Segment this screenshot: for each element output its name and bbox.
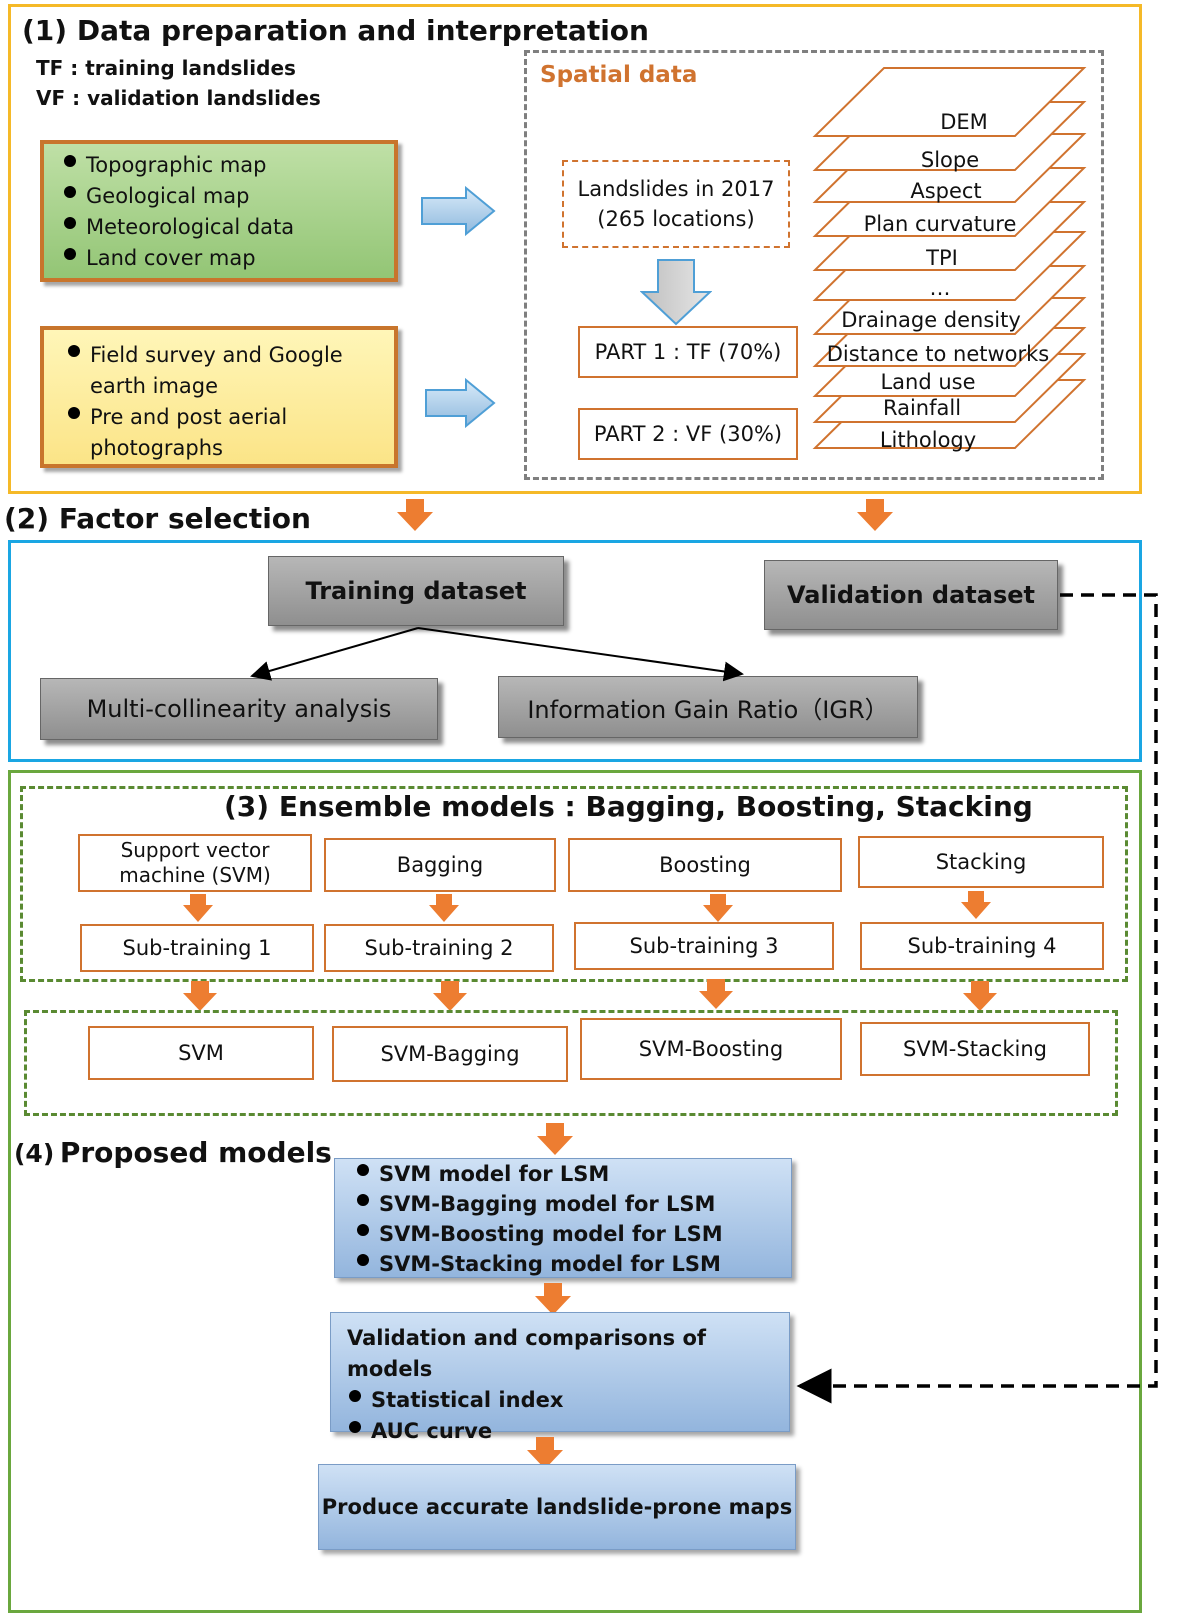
down-arrow-icon: [857, 499, 893, 531]
model-box-stacking: Stacking: [858, 836, 1104, 888]
igr-label: Information Gain Ratio（IGR）: [527, 695, 889, 724]
proposed-item: SVM-Bagging model for LSM: [355, 1189, 791, 1219]
source-item: Geological map: [62, 181, 382, 212]
layer-label: Land use: [880, 370, 976, 394]
layer-label: Rainfall: [882, 396, 962, 420]
part2-box: PART 2 : VF (30%): [578, 408, 798, 460]
multicollinearity-box: Multi-collinearity analysis: [40, 678, 438, 740]
validation-item: AUC curve: [347, 1416, 789, 1447]
model-box-svm: Support vector machine (SVM): [78, 834, 312, 892]
survey-data-box: Field survey and Google earth image Pre …: [40, 326, 398, 468]
validation-box-title: Validation and comparisons of models: [347, 1326, 707, 1381]
down-arrow-icon: [703, 894, 733, 922]
layer-label: …: [929, 276, 951, 300]
proposed-item: SVM-Stacking model for LSM: [355, 1249, 791, 1279]
sub-training-box: Sub-training 2: [324, 924, 554, 972]
source-item: Topographic map: [62, 150, 382, 181]
training-dataset-box: Training dataset: [268, 556, 564, 626]
tf-note: TF : training landslides: [36, 56, 296, 80]
validation-box: Validation and comparisons of models Sta…: [330, 1312, 790, 1443]
validation-dataset-box: Validation dataset: [764, 560, 1058, 630]
down-arrow-icon: [183, 981, 217, 1011]
section1-frame: [8, 4, 1142, 494]
section1-title: (1) Data preparation and interpretation: [22, 14, 649, 47]
output-box-svm-stacking: SVM-Stacking: [860, 1022, 1090, 1076]
down-arrow-icon: [397, 499, 433, 531]
sub-training-box: Sub-training 4: [860, 922, 1104, 970]
output-box-svm-boosting: SVM-Boosting: [580, 1018, 842, 1080]
output-box-svm-bagging: SVM-Bagging: [332, 1026, 568, 1082]
layer-label: Distance to networks: [826, 342, 1050, 366]
layer-label: DEM: [940, 110, 988, 134]
layer-label: Plan curvature: [863, 212, 1017, 236]
arrow-to-multicollinearity: [250, 627, 419, 681]
section2-title: (2) Factor selection: [4, 502, 311, 535]
down-arrow-icon: [961, 891, 991, 919]
down-arrow-icon: [640, 259, 712, 326]
down-arrow-icon: [963, 981, 997, 1011]
section4-label: Proposed models: [59, 1136, 332, 1169]
down-arrow-icon: [429, 894, 459, 922]
produce-maps-box: Produce accurate landslide-prone maps: [318, 1464, 796, 1550]
section3-frame: [8, 770, 1142, 1613]
section4-title: (4) Proposed models: [14, 1136, 332, 1169]
validation-feedback-line: [796, 593, 1158, 1404]
multicollinearity-label: Multi-collinearity analysis: [86, 695, 392, 723]
part1-box: PART 1 : TF (70%): [578, 326, 798, 378]
model-box-boosting: Boosting: [568, 838, 842, 892]
training-dataset-label: Training dataset: [305, 577, 527, 605]
source-data-box: Topographic map Geological map Meteorolo…: [40, 140, 398, 282]
section2-frame: [8, 540, 1142, 762]
right-arrow-icon: [421, 186, 496, 236]
survey-item: Field survey and Google earth image: [66, 340, 382, 402]
down-arrow-icon: [527, 1437, 563, 1469]
spatial-data-box: [524, 50, 1104, 480]
sub-training-box: Sub-training 1: [80, 924, 314, 972]
down-arrow-icon: [433, 981, 467, 1011]
layer-label: Lithology: [879, 428, 977, 452]
vf-note: VF : validation landslides: [36, 86, 321, 110]
model-box-bagging: Bagging: [324, 838, 556, 892]
right-arrow-icon: [425, 378, 496, 428]
landslides-line1: Landslides in 2017: [577, 177, 775, 201]
down-arrow-icon: [699, 979, 733, 1009]
arrow-to-igr: [417, 627, 744, 682]
section3-title: (3) Ensemble models : Bagging, Boosting,…: [224, 790, 1033, 823]
validation-item: Statistical index: [347, 1385, 789, 1416]
landslides-box: Landslides in 2017 (265 locations): [562, 160, 790, 248]
down-arrow-icon: [537, 1123, 573, 1155]
landslides-line2: (265 locations): [597, 207, 755, 231]
layer-label: Aspect: [910, 179, 982, 203]
source-item: Land cover map: [62, 243, 382, 274]
ensemble-group-box: [20, 786, 1128, 982]
validation-dataset-label: Validation dataset: [787, 581, 1035, 609]
down-arrow-icon: [183, 894, 213, 922]
output-box-svm: SVM: [88, 1026, 314, 1080]
sub-training-box: Sub-training 3: [574, 922, 834, 970]
proposed-item: SVM-Boosting model for LSM: [355, 1219, 791, 1249]
section4-number: (4): [14, 1139, 55, 1168]
proposed-models-box: SVM model for LSM SVM-Bagging model for …: [334, 1158, 792, 1278]
spatial-data-title: Spatial data: [540, 62, 698, 88]
layer-shape: [812, 67, 1087, 137]
layer-label: TPI: [926, 246, 958, 270]
igr-box: Information Gain Ratio（IGR）: [498, 676, 918, 738]
proposed-item: SVM model for LSM: [355, 1159, 791, 1189]
survey-item: Pre and post aerial photographs: [66, 402, 382, 464]
source-item: Meteorological data: [62, 212, 382, 243]
down-arrow-icon: [535, 1283, 571, 1315]
layer-stack: [812, 67, 1087, 449]
layer-label: Drainage density: [841, 308, 1021, 332]
layer-label: Slope: [920, 148, 980, 172]
output-group-box: [24, 1010, 1118, 1116]
produce-maps-label: Produce accurate landslide-prone maps: [321, 1495, 793, 1519]
